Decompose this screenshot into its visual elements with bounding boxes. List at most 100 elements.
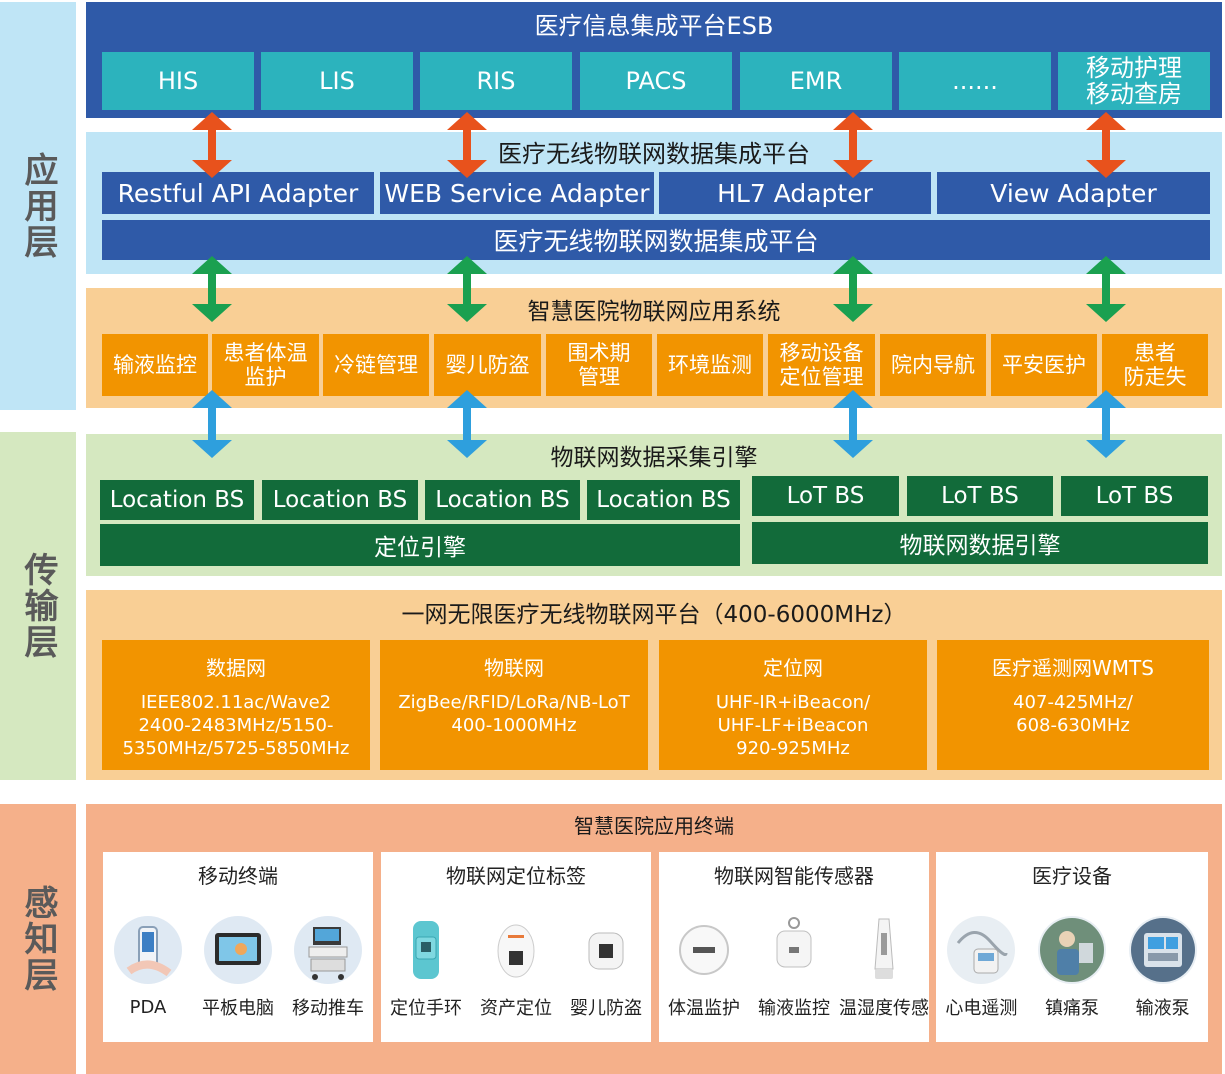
terminal-device-label: 体温监护: [668, 998, 740, 1019]
location-bs: Location BS: [100, 480, 254, 520]
terminal-device-image: [839, 910, 929, 990]
app-system-item-text: 患者 防走失: [1123, 341, 1187, 389]
terminal-group-card: 医疗设备心电遥测镇痛泵输液泵: [936, 852, 1208, 1042]
adapter: WEB Service Adapter: [380, 172, 654, 214]
terminal-device-label: 心电遥测: [945, 998, 1018, 1019]
network-box: 数据网 IEEE802.11ac/Wave2 2400-2483MHz/5150-…: [102, 640, 370, 770]
esb-system: PACS: [580, 52, 732, 110]
cart-icon: [294, 916, 362, 984]
terminal-device-label: 婴儿防盗: [570, 998, 642, 1019]
positioning-engine-bar: 定位引擎: [100, 524, 740, 566]
tablet-icon: [204, 916, 272, 984]
adapter: Restful API Adapter: [102, 172, 374, 214]
app-system-item-text: 围术期 管理: [567, 341, 631, 389]
terminal-device-image: [283, 910, 373, 990]
app-system-item: 冷链管理: [323, 334, 429, 396]
infant-tag-icon: [572, 916, 640, 984]
terminal-device-label: 定位手环: [390, 998, 462, 1019]
bidirectional-arrow: [833, 390, 873, 458]
app-system-item: 输液监控: [102, 334, 208, 396]
terminal-device-label: 平板电脑: [202, 998, 274, 1019]
network-box-name: 数据网: [206, 656, 266, 680]
app-system-item: 平安医护: [991, 334, 1097, 396]
bidirectional-arrow: [1086, 256, 1126, 322]
adapter: View Adapter: [937, 172, 1210, 214]
bidirectional-arrow: [1086, 390, 1126, 458]
terminal-device-label: 移动推车: [292, 998, 364, 1019]
terminal-device-label: 资产定位: [480, 998, 552, 1019]
terminal-device-image: [659, 910, 749, 990]
terminal-device-image: [1027, 910, 1118, 990]
engine-title: 物联网数据采集引擎: [550, 445, 758, 471]
esb-system: 移动护理 移动查房: [1058, 52, 1210, 110]
transport-layer-label: 传输层: [18, 552, 58, 660]
terminal-group-title: 物联网智能传感器: [714, 863, 874, 888]
ecg-telemetry-icon: [947, 916, 1016, 984]
iot-data-engine-bar: 物联网数据引擎: [752, 522, 1208, 564]
terminal-device-image: [749, 910, 839, 990]
bidirectional-arrow: [192, 390, 232, 458]
network-box-name: 物联网: [484, 656, 544, 680]
terminal-device-label: 输液监控: [758, 998, 830, 1019]
location-bs: Location BS: [262, 480, 418, 520]
lot-bs: LoT BS: [752, 476, 899, 516]
network-box: 医疗遥测网WMTS 407-425MHz/ 608-630MHz: [937, 640, 1209, 770]
perception-layer-panel: 感知层: [0, 804, 76, 1074]
bidirectional-arrow: [447, 112, 487, 178]
app-system-item: 婴儿防盗: [434, 334, 541, 396]
bidirectional-arrow: [1086, 112, 1126, 178]
network-box-detail: IEEE802.11ac/Wave2 2400-2483MHz/5150- 53…: [122, 692, 350, 759]
bidirectional-arrow: [192, 112, 232, 178]
thermometer-patch-icon: [670, 916, 738, 984]
app-system-item-text: 患者体温 监护: [223, 341, 308, 389]
esb-system: LIS: [261, 52, 413, 110]
app-system-item: 环境监测: [657, 334, 763, 396]
app-system-item: 患者体温 监护: [212, 334, 319, 396]
terminal-group-title: 物联网定位标签: [446, 863, 586, 888]
wristband-icon: [392, 916, 460, 984]
terminal-group-title: 移动终端: [198, 863, 278, 888]
terminal-group-card: 物联网智能传感器体温监护输液监控温湿度传感: [659, 852, 929, 1042]
transport-layer-panel: 传输层: [0, 432, 76, 780]
network-box-name: 定位网: [763, 656, 823, 680]
esb-system: ......: [899, 52, 1051, 110]
terminal-device-label: 镇痛泵: [1044, 998, 1099, 1019]
esb-title: 医疗信息集成平台ESB: [534, 11, 774, 40]
app-system-item: 院内导航: [880, 334, 986, 396]
bidirectional-arrow: [192, 256, 232, 322]
integration-bar: 医疗无线物联网数据集成平台: [102, 220, 1210, 260]
terminal-device-label: PDA: [129, 996, 167, 1018]
analgesia-pump-icon: [1037, 916, 1106, 984]
network-box-detail: UHF-IR+iBeacon/ UHF-LF+iBeacon 920-925MH…: [715, 692, 871, 759]
network-title: 一网无限医疗无线物联网平台（400-6000MHz）: [401, 602, 907, 628]
bidirectional-arrow: [447, 256, 487, 322]
infusion-pump-icon: [1128, 916, 1197, 984]
terminal-device-image: [103, 910, 193, 990]
esb-system: EMR: [740, 52, 892, 110]
esb-system-text: 移动护理 移动查房: [1086, 54, 1182, 108]
terminal-device-image: [193, 910, 283, 990]
bidirectional-arrow: [833, 256, 873, 322]
esb-system: RIS: [420, 52, 572, 110]
terminal-device-image: [561, 910, 651, 990]
bidirectional-arrow: [447, 390, 487, 458]
terminal-group-card: 物联网定位标签定位手环资产定位婴儿防盗: [381, 852, 651, 1042]
integration-title: 医疗无线物联网数据集成平台: [498, 139, 810, 168]
bidirectional-arrow: [833, 112, 873, 178]
terminal-group-title: 医疗设备: [1032, 863, 1112, 888]
perception-layer-label: 感知层: [18, 885, 58, 993]
app-system-item: 围术期 管理: [546, 334, 652, 396]
app-layer-label: 应用层: [18, 152, 58, 260]
infusion-sensor-icon: [760, 916, 828, 984]
network-box-detail: 407-425MHz/ 608-630MHz: [1013, 692, 1133, 736]
lot-bs: LoT BS: [907, 476, 1053, 516]
humidity-sensor-icon: [850, 916, 918, 984]
terminal-device-image: [1117, 910, 1208, 990]
terminal-group-card: 移动终端 PDA 平板电脑移动推车: [103, 852, 373, 1042]
terminals-title: 智慧医院应用终端: [574, 813, 734, 838]
network-box-name: 医疗遥测网WMTS: [992, 656, 1154, 680]
asset-tag-icon: [482, 916, 550, 984]
esb-system: HIS: [102, 52, 254, 110]
lot-bs: LoT BS: [1061, 476, 1208, 516]
